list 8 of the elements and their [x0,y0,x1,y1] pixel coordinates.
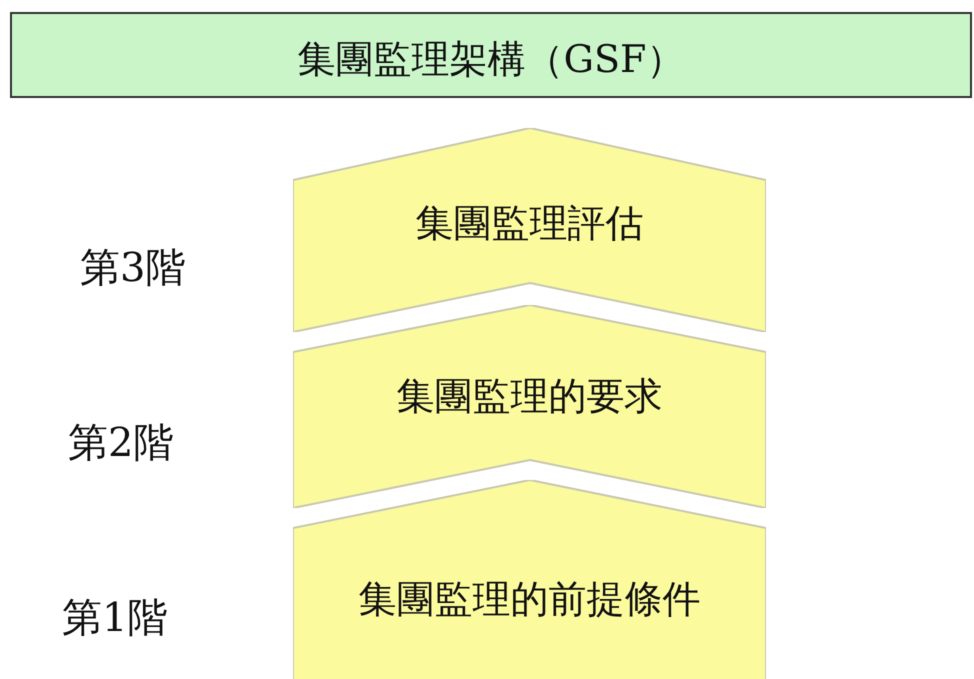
chevron-text: 集團監理的要求 [396,373,662,420]
tier-label: 第3階 [80,244,186,293]
chevron-text: 集團監理的前提條件 [358,576,700,623]
tier-label: 第1階 [62,594,168,643]
header-text: 集團監理架構（GSF） [298,36,684,83]
header-bar [10,12,972,98]
chevron-text: 集團監理評估 [416,200,644,247]
tier-label: 第2階 [68,419,174,468]
